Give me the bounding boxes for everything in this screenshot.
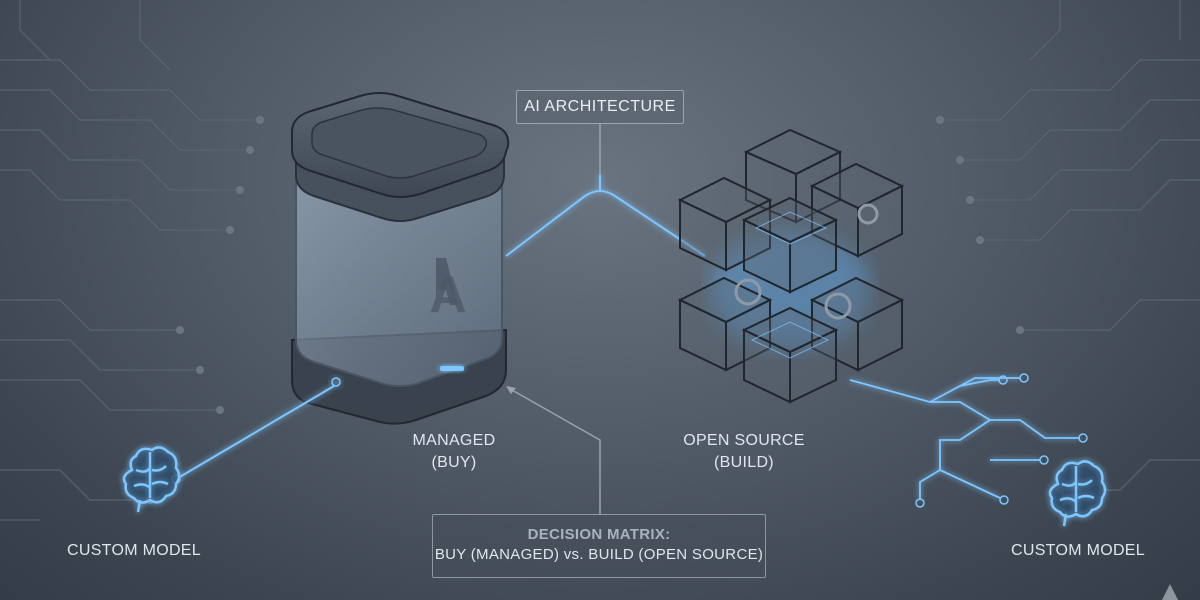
circuit-nodes-left — [146, 116, 264, 504]
decision-matrix-box: DECISION MATRIX: BUY (MANAGED) vs. BUILD… — [432, 514, 766, 578]
gear-icons — [734, 203, 879, 320]
right-link-lines — [849, 377, 1080, 500]
managed-label-line1: MANAGED — [412, 432, 496, 449]
right-custom-model-label: CUSTOM MODEL — [1011, 542, 1145, 559]
diagram-title: AI ARCHITECTURE — [524, 98, 676, 115]
left-custom-model-label: CUSTOM MODEL — [67, 542, 201, 559]
decision-matrix-heading: DECISION MATRIX: — [527, 526, 671, 543]
right-link-nodes — [915, 373, 1088, 508]
managed-label: MANAGED (BUY) — [384, 430, 524, 474]
left-link-line — [177, 385, 335, 479]
decision-matrix-text: BUY (MANAGED) vs. BUILD (OPEN SOURCE) — [434, 546, 764, 563]
open-source-cube-cluster-outline — [677, 128, 905, 404]
corner-watermark-icon — [1162, 584, 1178, 600]
open-source-label: OPEN SOURCE (BUILD) — [660, 430, 828, 474]
managed-logo-letter: A — [429, 266, 467, 324]
brain-icon — [122, 446, 181, 513]
status-light — [440, 366, 464, 371]
managed-server-block: A — [291, 92, 510, 425]
matrix-connector — [511, 389, 601, 514]
open-source-label-line1: OPEN SOURCE — [683, 432, 805, 449]
circuit-traces-right — [940, 0, 1200, 491]
brain-icon — [1048, 460, 1107, 527]
title-box: AI ARCHITECTURE — [516, 90, 684, 124]
open-source-label-line2: (BUILD) — [714, 454, 774, 471]
glow-connector — [505, 175, 706, 257]
circuit-traces-left — [0, 0, 260, 521]
managed-label-line2: (BUY) — [431, 454, 477, 471]
